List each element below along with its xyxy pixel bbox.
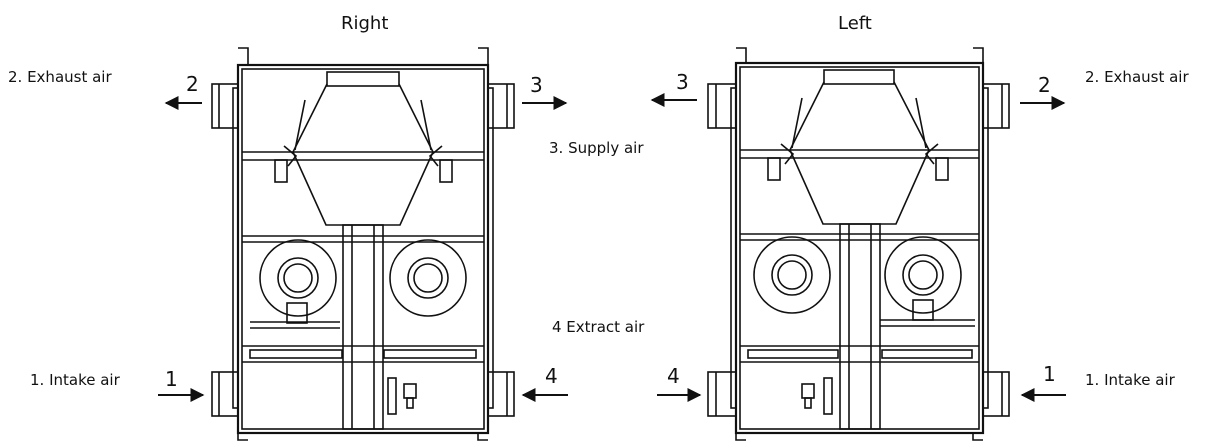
number-supply-right-unit: 3 bbox=[530, 73, 543, 97]
number-exhaust-left-unit: 2 bbox=[1038, 73, 1051, 97]
number-intake-right-unit: 1 bbox=[165, 367, 178, 391]
number-extract-right-unit: 4 bbox=[545, 364, 558, 388]
heading-right: Right bbox=[341, 13, 389, 34]
heading-left: Left bbox=[838, 13, 872, 34]
number-exhaust-right-unit: 2 bbox=[186, 72, 199, 96]
label-extract-air: 4 Extract air bbox=[552, 318, 645, 336]
right-unit-drawing bbox=[211, 47, 515, 441]
number-intake-left-unit: 1 bbox=[1043, 362, 1056, 386]
label-intake-air-left: 1. Intake air bbox=[30, 371, 120, 389]
left-unit-drawing bbox=[707, 47, 1010, 441]
number-supply-left-unit: 3 bbox=[676, 70, 689, 94]
label-exhaust-air-left: 2. Exhaust air bbox=[8, 68, 112, 86]
label-exhaust-air-right: 2. Exhaust air bbox=[1085, 68, 1189, 86]
label-supply-air: 3. Supply air bbox=[549, 139, 644, 157]
number-extract-left-unit: 4 bbox=[667, 364, 680, 388]
label-intake-air-right: 1. Intake air bbox=[1085, 371, 1175, 389]
